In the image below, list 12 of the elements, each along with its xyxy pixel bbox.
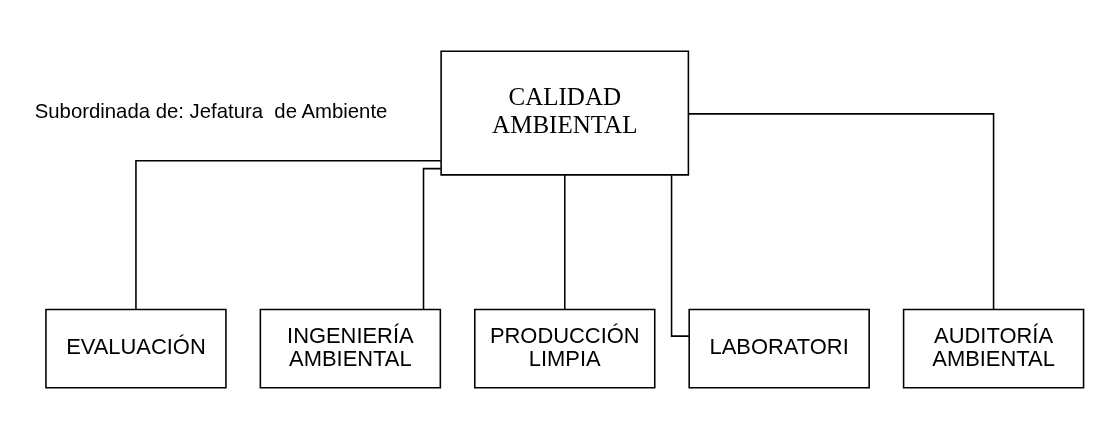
connector (422, 167, 442, 310)
label: Subordinada de: Jefatura de Ambiente (34, 100, 388, 123)
node-box: PRODUCCIÓN LIMPIA (474, 308, 656, 389)
node-box: INGENIERÍA AMBIENTAL (259, 308, 442, 389)
node-box: LABORATORI (688, 308, 870, 389)
connector (563, 174, 566, 311)
connector (670, 174, 690, 337)
node-box: AUDITORÍA AMBIENTAL (902, 308, 1085, 389)
node-box: CALIDAD AMBIENTAL (440, 50, 690, 176)
connector (688, 113, 995, 311)
connector (135, 160, 442, 311)
node-box: EVALUACIÓN (45, 308, 227, 389)
